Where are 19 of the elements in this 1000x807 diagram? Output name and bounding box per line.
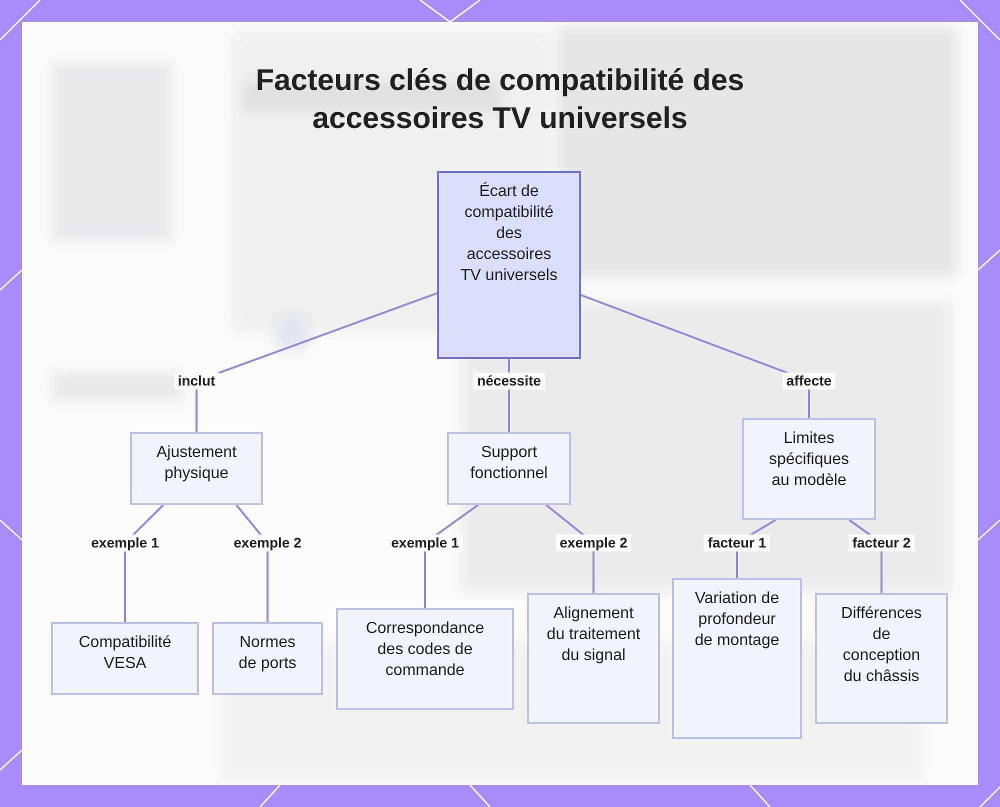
edge-label: nécessite [473, 372, 545, 390]
edge-label: facteur 2 [848, 534, 915, 552]
concept-box: Correspondance des codes de commande [336, 608, 514, 710]
title: Facteurs clés de compatibilité des accessoires TV universels [254, 63, 746, 137]
concept-box: Limites spécifiques au modèle [742, 418, 876, 520]
concept-box: Normes de ports [212, 622, 323, 695]
edge-label: affecte [782, 372, 836, 390]
connector-line [580, 294, 810, 418]
edge-label: facteur 1 [704, 534, 770, 552]
concept-box: Ajustement physique [130, 432, 263, 505]
central-box: Écart de compatibilité des accessoires TV universels [437, 171, 581, 359]
concept-box: Support fonctionnel [447, 432, 571, 505]
concept-box: Compatibilité VESA [51, 622, 199, 695]
concept-box: Différences de conception du châssis [815, 593, 948, 724]
edge-label: inclut [174, 372, 220, 390]
concept-box: Variation de profondeur de montage [672, 578, 802, 739]
connector-line [196, 292, 438, 432]
concept-box: Alignement du traitement du signal [527, 593, 660, 724]
edge-label: exemple 2 [556, 534, 632, 552]
